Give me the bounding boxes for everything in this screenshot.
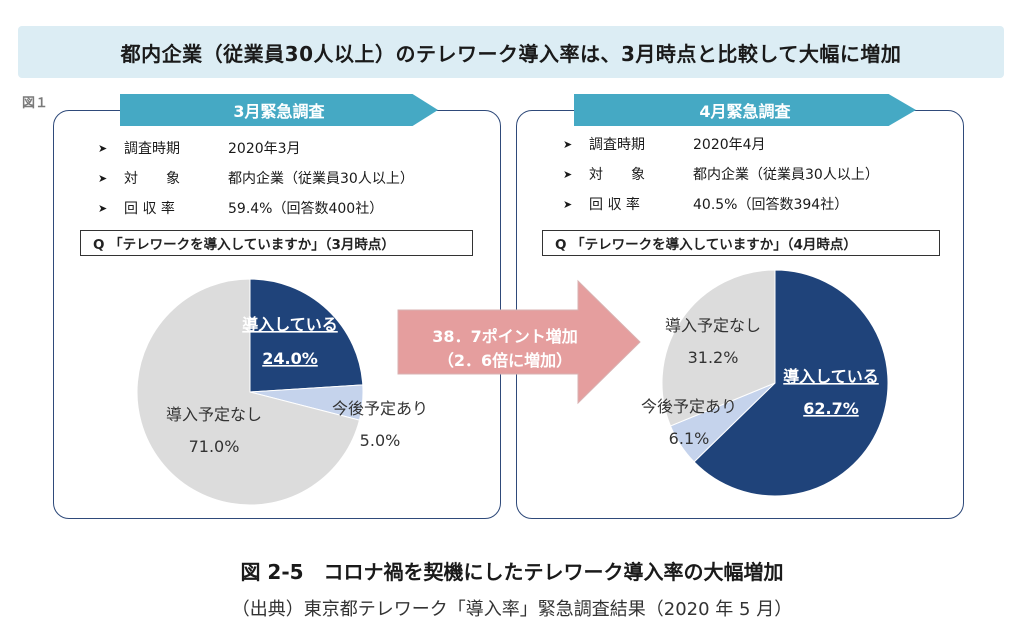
info-value: 2020年4月 (693, 137, 766, 153)
info-key: 対 象 (589, 167, 645, 183)
march-question-text: Q 「テレワークを導入していますか」（3月時点） (93, 237, 395, 253)
march-survey-ribbon: 3月緊急調査 (120, 94, 438, 126)
info-value: 都内企業（従業員30人以上） (693, 167, 879, 183)
info-key: 調査時期 (589, 137, 645, 153)
info-value: 40.5%（回答数394社） (693, 197, 849, 213)
bullet-arrow-icon: ➤ (98, 172, 108, 185)
info-row: ➤ 回 収 率 59.4%（回答数400社） (98, 194, 414, 224)
figure-caption: 図 2-5 コロナ禍を契機にしたテレワーク導入率の大幅増加 (240, 560, 784, 584)
info-value: 59.4%（回答数400社） (228, 201, 384, 217)
figure-label: 図１ (22, 96, 49, 111)
bullet-arrow-icon: ➤ (98, 142, 108, 155)
april-survey-info: ➤ 調査時期 2020年4月 ➤ 対 象 都内企業（従業員30人以上） ➤ 回 … (563, 130, 879, 220)
info-key: 調査時期 (124, 141, 180, 157)
info-row: ➤ 対 象 都内企業（従業員30人以上） (563, 160, 879, 190)
increase-points-text: 38．7ポイント増加 (432, 327, 578, 346)
headline-banner: 都内企業（従業員30人以上）のテレワーク導入率は、3月時点と比較して大幅に増加 (18, 26, 1004, 78)
bullet-arrow-icon: ➤ (563, 198, 573, 211)
march-survey-info: ➤ 調査時期 2020年3月 ➤ 対 象 都内企業（従業員30人以上） ➤ 回 … (98, 134, 414, 224)
info-key: 対 象 (124, 171, 180, 187)
april-ribbon-label: 4月緊急調査 (699, 102, 791, 121)
bullet-arrow-icon: ➤ (563, 168, 573, 181)
april-question-text: Q 「テレワークを導入していますか」（4月時点） (555, 237, 857, 253)
info-value: 都内企業（従業員30人以上） (228, 171, 414, 187)
bullet-arrow-icon: ➤ (98, 202, 108, 215)
info-row: ➤ 対 象 都内企業（従業員30人以上） (98, 164, 414, 194)
april-question-box: Q 「テレワークを導入していますか」（4月時点） (542, 230, 940, 256)
headline-text: 都内企業（従業員30人以上）のテレワーク導入率は、3月時点と比較して大幅に増加 (120, 41, 902, 66)
march-question-box: Q 「テレワークを導入していますか」（3月時点） (80, 230, 473, 256)
info-key: 回 収 率 (124, 201, 175, 217)
info-row: ➤ 回 収 率 40.5%（回答数394社） (563, 190, 879, 220)
info-row: ➤ 調査時期 2020年4月 (563, 130, 879, 160)
increase-arrow-label: 38．7ポイント増加 （2．6倍に増加） (405, 325, 605, 373)
figure-source: （出典）東京都テレワーク「導入率」緊急調査結果（2020 年 5 月） (231, 599, 793, 620)
info-value: 2020年3月 (228, 141, 301, 157)
info-row: ➤ 調査時期 2020年3月 (98, 134, 414, 164)
increase-ratio-text: （2．6倍に増加） (437, 351, 573, 370)
info-key: 回 収 率 (589, 197, 640, 213)
april-survey-ribbon: 4月緊急調査 (574, 94, 916, 126)
march-ribbon-label: 3月緊急調査 (233, 102, 325, 121)
bullet-arrow-icon: ➤ (563, 138, 573, 151)
